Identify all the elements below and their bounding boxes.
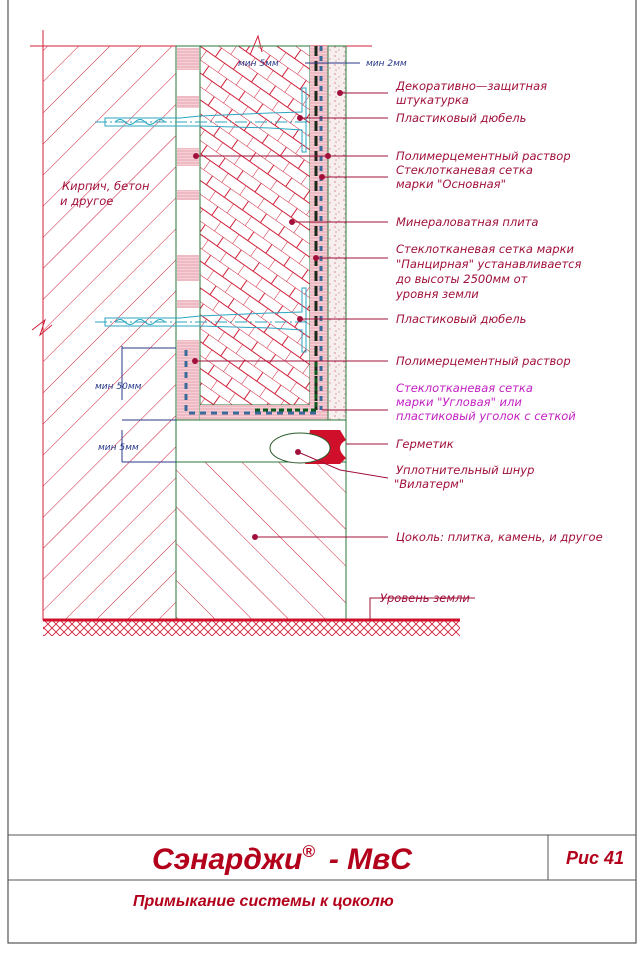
label-dowel-2: Пластиковый дюбель [396, 312, 526, 326]
label-plinth: Цоколь: плитка, камень, и другое [396, 530, 603, 544]
plinth [175, 461, 347, 621]
label-mesh-corner-2: марки "Угловая" или [396, 395, 522, 409]
label-mesh-armor-3: до высоты 2500мм от [395, 272, 528, 286]
plastic-dowel-2 [95, 287, 310, 353]
dimension-lines [121, 62, 360, 463]
dim-min-5mm-bottom: мин 5мм [98, 443, 139, 453]
base-mortar-wrap [200, 405, 328, 420]
plastic-dowel-1 [95, 87, 310, 153]
label-cord-2: "Вилатерм" [394, 477, 464, 491]
drawing-subtitle: Примыкание системы к цоколю [133, 893, 394, 910]
label-mortar-2: Полимерцементный раствор [396, 354, 571, 368]
label-mesh-armor-1: Стеклотканевая сетка марки [396, 242, 575, 256]
wall-label-1: Кирпич, бетон [62, 179, 150, 193]
leader-lines [192, 90, 389, 540]
label-cord-1: Уплотнительный шнур [396, 463, 534, 477]
label-mesh-corner-1: Стеклотканевая сетка [396, 381, 533, 395]
decorative-plaster [327, 45, 347, 432]
label-mortar-1: Полимерцементный раствор [396, 149, 571, 163]
sealing-cord [269, 432, 331, 464]
mineral-wool-board [199, 45, 311, 406]
masonry-wall [42, 45, 177, 621]
label-mesh-main-2: марки "Основная" [396, 177, 506, 191]
corner-mesh-green [255, 360, 318, 412]
figure-number: Рис 41 [566, 848, 624, 868]
label-decor-plaster-2: штукатурка [396, 93, 469, 107]
wall-label-2: и другое [60, 194, 113, 208]
adhesive-dabs [177, 48, 199, 420]
ground-level-leader [369, 597, 475, 620]
label-dowel-1: Пластиковый дюбель [396, 111, 526, 125]
label-decor-plaster-1: Декоративно—защитная [395, 79, 547, 93]
reinforced-base-layer [310, 46, 328, 420]
label-mesh-armor-4: уровня земли [395, 287, 479, 301]
dim-min-2mm: мин 2мм [366, 59, 407, 69]
label-mesh-armor-2: "Панцирная" устанавливается [396, 257, 581, 271]
sheet-frame [7, 0, 637, 944]
label-mineral-wool: Минераловатная плита [396, 215, 538, 229]
label-mesh-main-1: Стеклотканевая сетка [396, 163, 533, 177]
label-sealant: Герметик [396, 437, 454, 451]
label-ground-level: Уровень земли [380, 591, 470, 605]
dim-min-5mm-top: мин 5мм [238, 59, 279, 69]
dim-min-50mm: мин 50мм [95, 382, 142, 392]
label-mesh-corner-3: пластиковый уголок с сеткой [396, 409, 576, 423]
ground [43, 620, 460, 636]
title-brand: Сэнарджи®- МвС [152, 842, 413, 876]
